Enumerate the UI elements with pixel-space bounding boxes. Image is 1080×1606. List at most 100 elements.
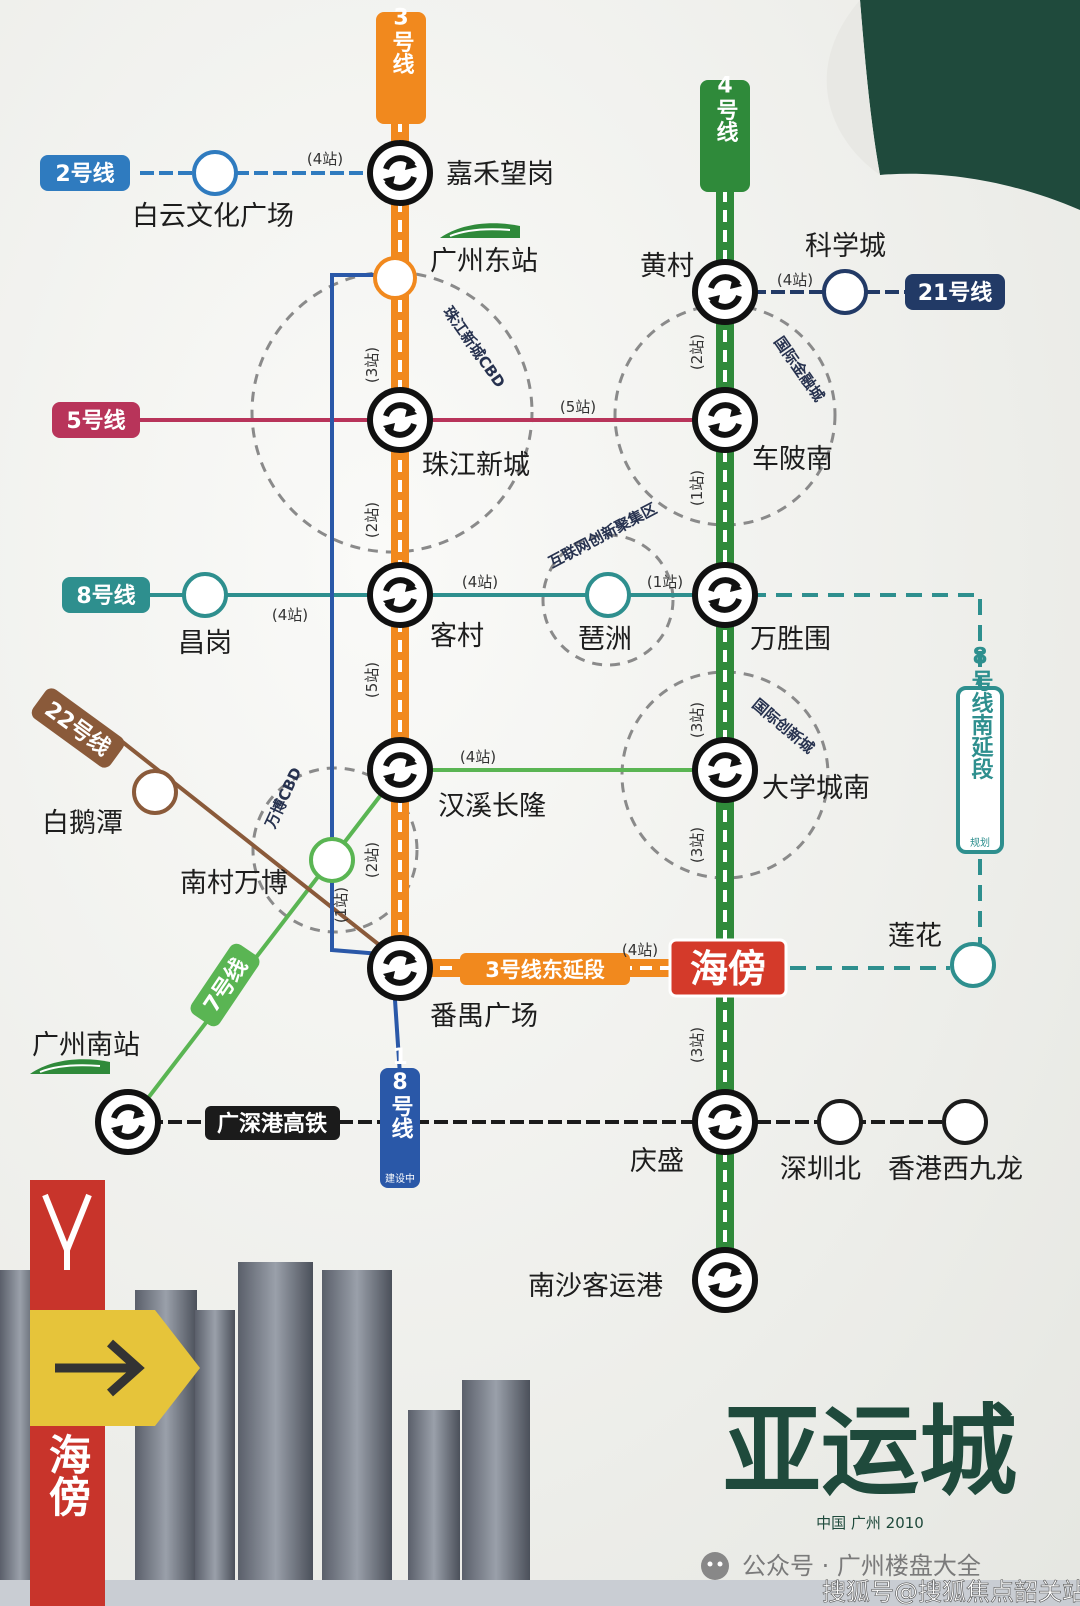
hop-count: (2站) xyxy=(363,842,381,878)
station-label-guangzhounan: 广州南站 xyxy=(32,1030,140,1061)
interchange-icon-huangcun[interactable] xyxy=(695,262,755,322)
station-label-daxuechengnan: 大学城南 xyxy=(762,773,870,804)
station-label-guangzhoudong: 广州东站 xyxy=(430,246,538,277)
station-shenzhenbei[interactable] xyxy=(817,1099,863,1145)
hop-count: (4站) xyxy=(307,150,343,168)
hop-count: (4站) xyxy=(460,748,496,766)
hop-count: (1站) xyxy=(647,573,683,591)
line18-tag xyxy=(380,1068,420,1188)
station-label-huangcun: 黄村 xyxy=(640,251,694,282)
hop-count: (1站) xyxy=(332,887,350,923)
haibang-sign: 海傍 xyxy=(30,1180,200,1606)
line18-tag-note: 建设中 xyxy=(385,1172,415,1185)
station-guangzhoudong[interactable] xyxy=(373,256,417,300)
zone-circle-innovation-city xyxy=(620,670,830,880)
station-label-kecun: 客村 xyxy=(430,621,484,652)
interchange-icon-qingsheng[interactable] xyxy=(695,1092,755,1152)
station-baiyunwenhua[interactable] xyxy=(192,150,238,196)
station-label-zhujiangxincheng: 珠江新城 xyxy=(422,450,530,481)
station-pazhou[interactable] xyxy=(585,572,631,618)
footer-watermark: 搜狐号@搜狐焦点韶关站 xyxy=(822,1578,1080,1606)
zone-circle-internet-cluster xyxy=(541,533,675,667)
logo-subtitle: 中国 广州 2010 xyxy=(816,1514,924,1532)
line3-tag-label: 3号线 xyxy=(389,6,415,76)
interchange-icon-nanshakeyungang[interactable] xyxy=(695,1250,755,1310)
interchange-icon-jiahewanggang[interactable] xyxy=(370,143,430,203)
station-label-shenzhenbei: 深圳北 xyxy=(780,1154,861,1185)
logo-text: 亚运城 xyxy=(723,1395,1017,1509)
hop-count: (2站) xyxy=(363,502,381,538)
page-curl-fold xyxy=(826,0,880,175)
station-kexuecheng[interactable] xyxy=(822,269,868,315)
hsr-tag xyxy=(205,1106,340,1140)
station-label-pazhou: 琶洲 xyxy=(578,624,632,655)
regular-stations xyxy=(132,150,996,1145)
hop-count: (3站) xyxy=(688,702,706,738)
hop-counts: (4站) (3站) (5站) (2站) (4站) (4站) (1站) (4站) … xyxy=(272,150,813,1063)
interchange-icon-wanshengwei[interactable] xyxy=(695,565,755,625)
station-label-changgang: 昌岗 xyxy=(178,628,232,659)
line21-tag-label: 21号线 xyxy=(918,280,993,306)
station-changgang[interactable] xyxy=(182,572,228,618)
footer-wechat: 公众号 · 广州楼盘大全 xyxy=(742,1552,981,1580)
station-label-jiahewanggang: 嘉禾望岗 xyxy=(446,159,554,190)
sign-label: 海傍 xyxy=(43,1433,92,1517)
station-labels: 嘉禾望岗 白云文化广场 广州东站 黄村 科学城 珠江新城 车陂南 客村 昌岗 琶… xyxy=(32,159,1023,1302)
station-label-baiyunwenhua: 白云文化广场 xyxy=(132,201,294,232)
line18-tag-label: 18号线 xyxy=(388,1045,414,1140)
line8-tag xyxy=(62,577,150,613)
station-label-lianhua: 莲花 xyxy=(888,921,942,952)
interchange-icon-panyuguangchang[interactable] xyxy=(370,938,430,998)
haibang-badge-label: 海傍 xyxy=(690,947,766,991)
buildings-illustration xyxy=(0,1262,1080,1606)
hop-count: (3站) xyxy=(688,1027,706,1063)
hop-count: (3站) xyxy=(688,827,706,863)
zone-circle-finance-city xyxy=(613,303,837,527)
line8-tag-label: 8号线 xyxy=(76,583,135,609)
hop-count: (4站) xyxy=(622,941,658,959)
hop-count: (4站) xyxy=(462,573,498,591)
station-baiehtan[interactable] xyxy=(132,769,178,815)
interchange-icon-kecun[interactable] xyxy=(370,565,430,625)
interchange-icon-zhujiangxincheng[interactable] xyxy=(370,390,430,450)
line7-track-diagonal xyxy=(133,768,402,1117)
station-label-nancunwanbo: 南村万博 xyxy=(180,868,288,899)
station-xianggangxijiulong[interactable] xyxy=(942,1099,988,1145)
line4-tag xyxy=(700,80,750,192)
train-icon xyxy=(30,1059,110,1074)
line3-tag xyxy=(376,12,426,124)
hop-count: (4站) xyxy=(777,271,813,289)
line2-tag-label: 2号线 xyxy=(55,161,114,187)
hop-count: (5站) xyxy=(560,398,596,416)
line2-tag xyxy=(40,155,130,191)
interchange-icon-daxuechengnan[interactable] xyxy=(695,740,755,800)
station-label-hanxichanglong: 汉溪长隆 xyxy=(438,791,546,822)
hop-count: (5站) xyxy=(363,662,381,698)
line-tags: 3号线 4号线 2号线 21号线 5号线 8号线 22号线 7号线 18号线 建… xyxy=(31,6,1005,1188)
line3east-tag-label: 3号线东延段 xyxy=(485,958,605,982)
hsr-tag-label: 广深港高铁 xyxy=(217,1111,327,1137)
line7-tag xyxy=(190,943,260,1027)
line3east-tag xyxy=(460,953,630,985)
haibang-badge[interactable] xyxy=(668,938,788,998)
hop-count: (1站) xyxy=(688,470,706,506)
wechat-icon xyxy=(701,1552,729,1580)
train-icon xyxy=(440,223,520,238)
hop-count: (2站) xyxy=(688,334,706,370)
station-label-wanshengwei: 万胜围 xyxy=(750,624,831,655)
station-label-kexuecheng: 科学城 xyxy=(805,231,886,262)
interchange-icon-chebeinan[interactable] xyxy=(695,390,755,450)
line5-tag-label: 5号线 xyxy=(66,408,125,434)
hop-count: (4站) xyxy=(272,606,308,624)
hop-count: (3站) xyxy=(363,347,381,383)
zone-circle-wanbo-cbd xyxy=(251,766,419,934)
station-nancunwanbo[interactable] xyxy=(309,837,355,883)
line5-tag xyxy=(52,402,140,438)
line8ext-tag-note: 规划 xyxy=(970,836,990,849)
station-lianhua[interactable] xyxy=(950,942,996,988)
station-label-xianggangxijiulong: 香港西九龙 xyxy=(888,1154,1023,1185)
interchange-icon-hanxichanglong[interactable] xyxy=(370,740,430,800)
page-curl xyxy=(860,0,1080,210)
interchange-icon-guangzhounan[interactable] xyxy=(98,1092,158,1152)
